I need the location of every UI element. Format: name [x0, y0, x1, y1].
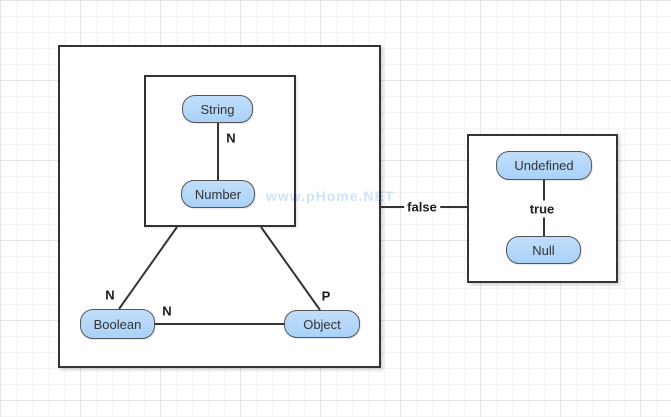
node-object[interactable]: Object	[284, 310, 360, 338]
edge-inner-to-object[interactable]	[260, 226, 321, 311]
node-string[interactable]: String	[182, 95, 253, 123]
edge-label-boolean-object: N	[162, 303, 172, 319]
node-number[interactable]: Number	[181, 180, 255, 208]
edge-label-inner-object: P	[321, 288, 331, 304]
edge-label-true: true	[526, 200, 558, 218]
edge-label-string-number: N	[226, 130, 236, 146]
edge-label-false: false	[404, 198, 440, 216]
edge-inner-to-boolean[interactable]	[118, 226, 178, 310]
node-boolean[interactable]: Boolean	[80, 309, 155, 339]
node-undefined[interactable]: Undefined	[496, 151, 592, 180]
node-null[interactable]: Null	[506, 236, 581, 264]
edge-label-inner-boolean: N	[105, 287, 115, 303]
